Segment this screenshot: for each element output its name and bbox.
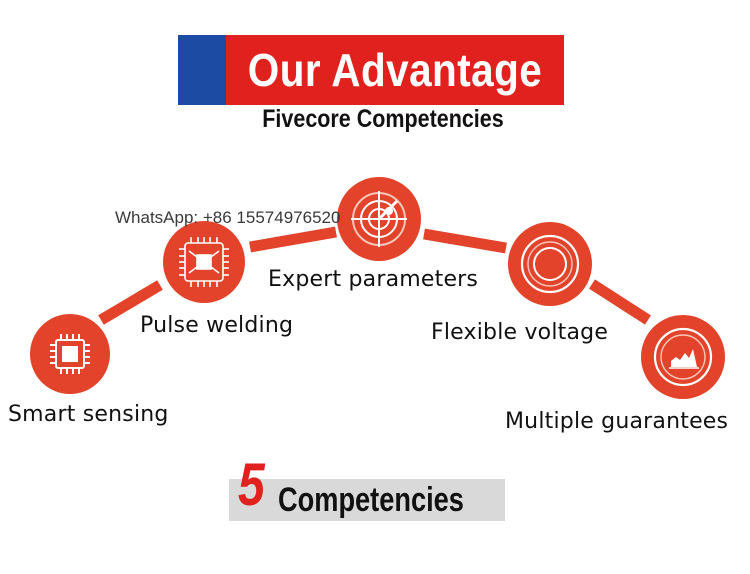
page-subtitle: Fivecore Competencies <box>262 105 504 133</box>
chip-icon <box>50 334 90 374</box>
competency-label-smart-sensing: Smart sensing <box>8 402 169 427</box>
competency-node-smart-sensing <box>30 314 110 394</box>
footer-text: Competencies <box>278 481 464 519</box>
arc-segment-2 <box>249 226 337 253</box>
concentric-circles-icon <box>520 234 580 294</box>
processor-icon <box>179 237 229 287</box>
competency-label-expert-parameters: Expert parameters <box>268 267 479 292</box>
competency-node-pulse-welding <box>163 221 245 303</box>
competency-node-expert-parameters <box>337 177 421 261</box>
chart-icon <box>653 327 713 387</box>
footer-box <box>229 479 505 521</box>
whatsapp-watermark: WhatsApp: +86 15574976520 <box>115 208 341 227</box>
competency-label-flexible-voltage: Flexible voltage <box>431 320 609 345</box>
footer-number: 5 <box>238 451 265 518</box>
competency-node-flexible-voltage <box>508 222 592 306</box>
competency-label-multiple-guarantees: Multiple guarantees <box>505 409 729 434</box>
arc-segment-1 <box>98 280 163 325</box>
banner-blue-block <box>178 35 226 105</box>
competency-label-pulse-welding: Pulse welding <box>140 313 294 338</box>
radar-icon <box>351 191 407 247</box>
arc-segment-4 <box>589 279 651 325</box>
page-title: Our Advantage <box>247 44 543 96</box>
arc-segment-3 <box>423 228 507 254</box>
competency-node-multiple-guarantees <box>641 315 725 399</box>
title-banner: Our Advantage <box>178 35 564 105</box>
